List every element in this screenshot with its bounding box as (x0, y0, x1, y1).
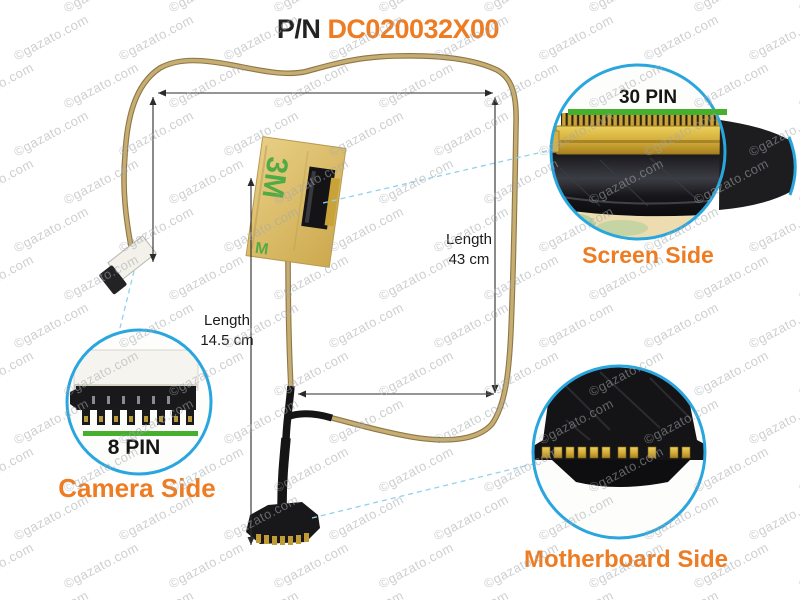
leader-motherboard (311, 463, 534, 519)
motherboard-callout-ring (531, 364, 707, 540)
camera-cable-length-label: Length (204, 312, 250, 329)
motherboard-callout (531, 364, 707, 540)
cable-length-value: 43 cm (448, 251, 490, 269)
screen-callout-ring (549, 63, 727, 241)
black-sleeve-trunk-lower (277, 437, 291, 507)
screen-side-caption: Screen Side (582, 242, 714, 268)
camera-side-caption: Camera Side (58, 473, 216, 503)
leader-lines (119, 149, 552, 519)
screen-pin-underline (568, 109, 727, 115)
screen-connector-photo (301, 166, 341, 230)
motherboard-connector-photo (246, 502, 320, 545)
black-sleeve-trunk (282, 385, 295, 443)
sticker-brand-text: 3M (255, 155, 293, 201)
part-number: DC020032X00 (327, 14, 500, 44)
camera-cable-length-measurement: Length 14.5 cm (197, 311, 257, 352)
cable-length-measurement: Length 43 cm (438, 230, 500, 271)
leader-camera (119, 270, 135, 329)
leader-screen (322, 149, 552, 204)
camera-cable-length-value: 14.5 cm (200, 332, 254, 350)
camera-callout-ring (65, 328, 213, 476)
camera-connector-photo (99, 235, 157, 295)
motherboard-side-caption: Motherboard Side (523, 546, 728, 573)
camera-pin-count-label: 8 PIN (107, 436, 161, 459)
cable-length-label: Length (446, 231, 492, 248)
screen-photo-overflow (719, 120, 796, 210)
black-sleeve-branch (285, 410, 333, 422)
screen-pin-count-label: 30 PIN (618, 87, 678, 108)
cable-loop (122, 54, 518, 442)
camera-callout (65, 328, 213, 476)
screen-callout (549, 63, 797, 241)
page-title: P/N DC020032X00 (0, 14, 776, 45)
sticker-brand-small-text: M (254, 240, 270, 259)
dimension-arrowheads (149, 89, 499, 545)
cable-photo: 3M M (99, 53, 519, 545)
camera-pin-underline (83, 431, 198, 436)
dimension-lines (152, 92, 496, 545)
screen-branch-cable (286, 251, 293, 390)
part-number-prefix: P/N (276, 14, 321, 44)
